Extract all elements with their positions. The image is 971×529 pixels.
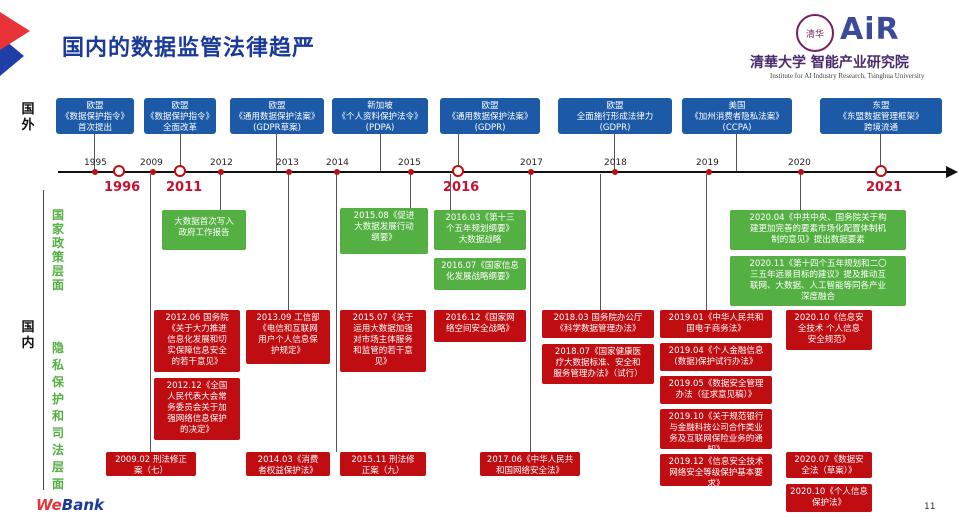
milestone-circle [875,165,887,177]
connector-line [336,174,337,452]
law-item: 2020.10《信息安 全技术 个人信息 安全规范》 [786,310,872,350]
law-item: 2009.02 刑法修正 案（七） [106,452,196,476]
connector-line [880,134,881,172]
connector-line [410,174,411,208]
label-policy-level: 国家政策层面 [51,208,64,292]
institute-name-en: Institute for AI Industry Research, Tsin… [770,72,925,80]
timeline-dot [612,169,618,175]
foreign-event: 欧盟《通用数据保护法案》 (GDPR草案) [230,98,324,134]
milestone-circle [174,165,186,177]
timeline-axis [58,171,948,173]
label-law-level: 隐私保护和司法层面 [51,341,64,491]
law-item: 2015.07《关于 运用大数据加强 对市场主体服务 和监管的若干意 见》 [340,310,426,372]
connector-line [600,174,601,310]
connector-line [614,134,615,172]
connector-line [150,174,151,452]
connector-line [380,134,381,172]
connector-line [220,174,221,210]
law-item: 2020.07《数据安 全法（草案）》 [786,452,872,478]
year-label: 2017 [520,158,543,168]
law-item: 2015.11 刑法修 正案（九） [340,452,426,476]
connector-line [800,174,801,210]
milestone-year: 2016 [443,180,480,195]
connector-line [180,134,181,172]
policy-item: 2016.07《国家信息 化发展战略纲要》 [434,258,526,290]
milestone-year: 1996 [104,180,141,195]
law-item: 2019.04《个人金融信息 (数据)保护试行办法》 [660,343,772,371]
timeline-arrow-icon [946,166,958,178]
law-item: 2019.10《关于规范银行 与金融科技公司合作类业 务及互联网保险业务的通 知… [660,409,772,455]
timeline-dot [408,169,414,175]
policy-item: 2015.08《促进 大数据发展行动 纲要》 [340,208,428,254]
air-logo: AiR [840,12,900,47]
law-item: 2016.12《国家网 络空间安全战略》 [434,310,526,342]
corner-decoration-red [0,12,30,50]
law-item: 2019.12《信息安全技术 网络安全等级保护基本要 求》 [660,454,772,489]
label-domestic: 国内 [21,320,35,351]
domestic-divider [43,190,44,490]
connector-line [458,134,459,172]
law-item: 2012.12《全国 人民代表大会常 务委员会关于加 强网络信息保护 的决定》 [154,378,240,440]
foreign-event: 新加坡《个人资料保护法令》 (PDPA) [332,98,428,134]
policy-item: 2020.11《第十四个五年规划和二〇 三五年远景目标的建议》提及推动互 联网、… [730,256,906,306]
year-label: 2012 [210,158,233,168]
year-label: 2014 [326,158,349,168]
year-label: 2009 [140,158,163,168]
page-number: 11 [924,502,936,512]
timeline-dot [334,169,340,175]
connector-line [736,134,737,172]
tsinghua-seal-logo: 清华 [796,14,834,52]
connector-line [706,174,707,310]
milestone-circle [452,165,464,177]
year-label: 2013 [276,158,299,168]
connector-line [288,174,289,310]
law-item: 2020.10《个人信息 保护法》 [786,484,872,512]
law-item: 2019.05《数据安全管理 办法（征求意见稿）》 [660,376,772,404]
webank-logo: WeBank [36,496,104,514]
foreign-event: 欧盟《通用数据保护法案》 (GDPR) [440,98,540,134]
policy-item: 2020.04《中共中央、国务院关于构 建更加完善的要素市场化配置体制机 制的意… [730,210,906,250]
label-foreign: 国外 [21,102,35,133]
year-label: 1995 [84,158,107,168]
foreign-event: 东盟《东盟数据管理框架》 跨境流通 [820,98,942,134]
law-item: 2012.06 国务院 《关于大力推进 信息化发展和切 实保障信息安全 的若干意… [154,310,240,372]
connector-line [94,134,95,172]
timeline-dot [706,169,712,175]
connector-line [276,134,277,172]
timeline-dot [92,169,98,175]
policy-item: 2016.03《第十三 个五年规划纲要》 大数据战略 [434,210,526,250]
timeline-dot [150,169,156,175]
connector-line [530,174,531,452]
law-item: 2018.03 国务院办公厅 《科学数据管理办法》 [542,310,654,338]
law-item: 2014.03《消费 者权益保护法》 [246,452,330,476]
foreign-event: 欧盟《数据保护指令》 首次提出 [56,98,134,134]
year-label: 2015 [398,158,421,168]
milestone-circle [113,165,125,177]
policy-item: 大数据首次写入 政府工作报告 [162,210,246,250]
law-item: 2019.01《中华人民共和 国电子商务法》 [660,310,772,338]
law-item: 2013.09 工信部 《电信和互联网 用户个人信息保 护规定》 [246,310,330,364]
connector-line [450,174,451,210]
foreign-event: 欧盟《数据保护指令》 全面改革 [144,98,216,134]
law-item: 2017.06《中华人民共 和国网络安全法》 [480,452,580,476]
timeline-dot [528,169,534,175]
timeline-dot [798,169,804,175]
foreign-event: 欧盟全面施行形成法律力 (GDPR) [558,98,672,134]
year-label: 2019 [696,158,719,168]
timeline-dot [218,169,224,175]
institute-name-cn: 清華大学 智能产业研究院 [750,55,909,71]
slide-title: 国内的数据监管法律趋严 [62,36,316,61]
milestone-year: 2011 [166,180,203,195]
milestone-year: 2021 [866,180,903,195]
law-item: 2018.07《国家健康医 疗大数据标准、安全和 服务管理办法》（试行） [542,344,654,384]
foreign-event: 美国《加州消费者隐私法案》 (CCPA) [682,98,792,134]
year-label: 2018 [604,158,627,168]
year-label: 2020 [788,158,811,168]
timeline-dot [286,169,292,175]
